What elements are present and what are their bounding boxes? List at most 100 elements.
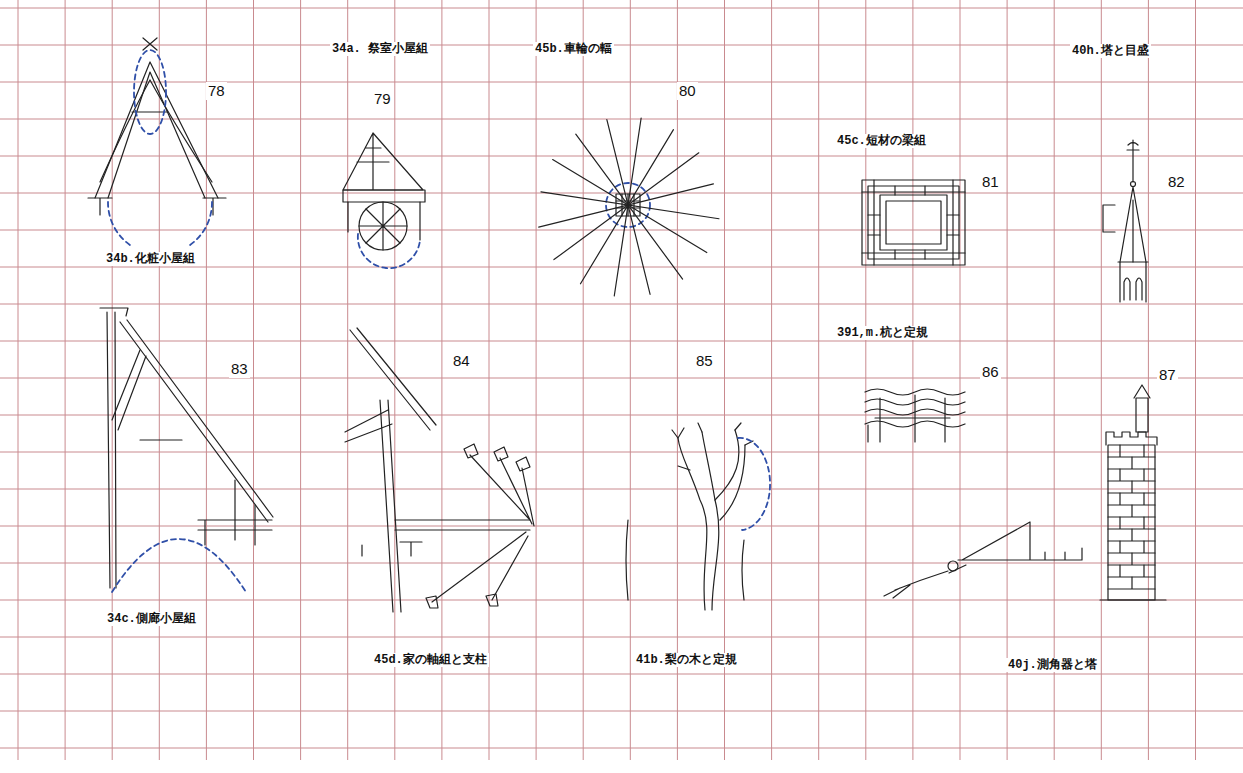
wheel-spokes-sketch bbox=[580, 130, 673, 284]
grid-line bbox=[0, 8, 1243, 9]
chapel-truss-sketch bbox=[358, 234, 420, 268]
house-frame-sketch bbox=[350, 328, 436, 430]
grid-line bbox=[0, 341, 1243, 342]
spire-sketch bbox=[1103, 140, 1148, 302]
aisle-truss-sketch bbox=[100, 308, 273, 592]
aisle-truss-sketch bbox=[112, 350, 182, 440]
tower-sketch bbox=[1108, 469, 1155, 481]
tower-sketch bbox=[1108, 445, 1155, 589]
beam-frame-sketch bbox=[862, 180, 965, 265]
grid-line bbox=[771, 0, 772, 760]
house-frame-sketch bbox=[345, 328, 534, 612]
wheel-spokes-sketch bbox=[539, 184, 714, 227]
grid-line bbox=[0, 674, 1243, 675]
aisle-truss-sketch bbox=[198, 480, 272, 545]
grid-line bbox=[0, 526, 1243, 527]
callout-number: 79 bbox=[372, 90, 393, 108]
grid-line bbox=[583, 0, 584, 760]
grid-line bbox=[630, 0, 631, 760]
truss-sketch bbox=[134, 50, 166, 134]
chapel-truss-sketch bbox=[359, 202, 407, 250]
grid-line bbox=[0, 748, 1243, 749]
tower-sketch bbox=[1108, 541, 1155, 553]
pear-tree-sketch bbox=[672, 423, 753, 470]
grid-line bbox=[0, 637, 1243, 638]
beam-frame-sketch bbox=[862, 180, 965, 265]
house-frame-sketch bbox=[426, 444, 530, 608]
truss-sketch bbox=[108, 202, 212, 245]
figure-caption: 40j.測角器と塔 bbox=[1006, 658, 1099, 672]
chapel-truss-sketch bbox=[359, 202, 407, 250]
grid-line bbox=[1007, 0, 1008, 760]
spire-sketch bbox=[1120, 187, 1146, 262]
tower-sketch bbox=[1108, 445, 1155, 457]
aisle-truss-sketch bbox=[100, 308, 128, 316]
grid-line bbox=[0, 45, 1243, 46]
figure-caption: 41b.梨の木と定規 bbox=[634, 653, 739, 667]
beam-frame-sketch bbox=[886, 201, 941, 244]
pear-tree-sketch bbox=[702, 432, 719, 610]
grid-line bbox=[0, 489, 1243, 490]
grid-line bbox=[0, 563, 1243, 564]
callout-number: 84 bbox=[451, 352, 472, 370]
chapel-truss-sketch bbox=[343, 190, 425, 202]
wheel-spokes-sketch bbox=[576, 134, 683, 279]
grid-line bbox=[0, 600, 1243, 601]
tower-sketch bbox=[1108, 517, 1155, 529]
grid-line bbox=[0, 267, 1243, 268]
sighting-sketch bbox=[958, 522, 1082, 560]
sighting-sketch bbox=[884, 522, 1082, 598]
grid-line bbox=[300, 0, 301, 760]
callout-number: 83 bbox=[229, 360, 250, 378]
aisle-truss-sketch bbox=[120, 320, 273, 522]
chapel-truss-sketch bbox=[343, 133, 423, 190]
grid-line bbox=[206, 0, 207, 760]
pear-tree-sketch bbox=[626, 423, 770, 610]
truss-sketch bbox=[88, 38, 226, 245]
house-frame-sketch bbox=[345, 410, 392, 442]
callout-number: 80 bbox=[677, 82, 698, 100]
stakes-sketch bbox=[865, 389, 965, 395]
figure-caption: 45d.家の軸組と支柱 bbox=[372, 653, 489, 667]
grid-line bbox=[65, 0, 66, 760]
figure-caption: 34c.側廊小屋組 bbox=[105, 612, 198, 626]
grid-line bbox=[0, 230, 1243, 231]
house-frame-sketch bbox=[380, 400, 401, 612]
grid-line bbox=[394, 0, 395, 760]
grid-line bbox=[112, 0, 113, 760]
aisle-truss-sketch bbox=[107, 312, 116, 588]
grid-line bbox=[0, 452, 1243, 453]
tower-sketch bbox=[1100, 385, 1166, 600]
spire-sketch bbox=[1118, 262, 1148, 302]
beam-frame-sketch bbox=[862, 180, 965, 265]
wheel-spokes-sketch bbox=[554, 153, 699, 260]
grid-line bbox=[441, 0, 442, 760]
figure-caption: 34a. 祭室小屋組 bbox=[330, 42, 430, 56]
tower-sketch bbox=[1108, 565, 1155, 577]
figure-caption: 40h.塔と目盛 bbox=[1070, 44, 1151, 58]
grid-line bbox=[0, 378, 1243, 379]
grid-line bbox=[0, 415, 1243, 416]
wheel-spokes-sketch bbox=[607, 120, 650, 295]
grid-line bbox=[159, 0, 160, 760]
grid-line bbox=[0, 82, 1243, 83]
beam-frame-sketch bbox=[880, 195, 947, 250]
tower-sketch bbox=[1108, 493, 1155, 505]
spire-sketch bbox=[1127, 140, 1139, 182]
callout-number: 82 bbox=[1166, 173, 1187, 191]
tower-sketch bbox=[1100, 385, 1166, 600]
callout-number: 81 bbox=[980, 173, 1001, 191]
figure-caption: 391,m.杭と定規 bbox=[835, 326, 930, 340]
grid-line bbox=[0, 193, 1243, 194]
chapel-truss-sketch bbox=[343, 133, 425, 268]
spire-sketch bbox=[1103, 205, 1115, 232]
callout-number: 78 bbox=[206, 82, 227, 100]
pear-tree-sketch bbox=[738, 438, 770, 530]
callout-number: 86 bbox=[980, 363, 1001, 381]
grid-line bbox=[347, 0, 348, 760]
wheel-spokes-sketch bbox=[539, 118, 719, 296]
pear-tree-sketch bbox=[715, 430, 745, 520]
callout-number: 85 bbox=[694, 352, 715, 370]
figure-caption: 45b.車輪の輻 bbox=[533, 42, 614, 56]
